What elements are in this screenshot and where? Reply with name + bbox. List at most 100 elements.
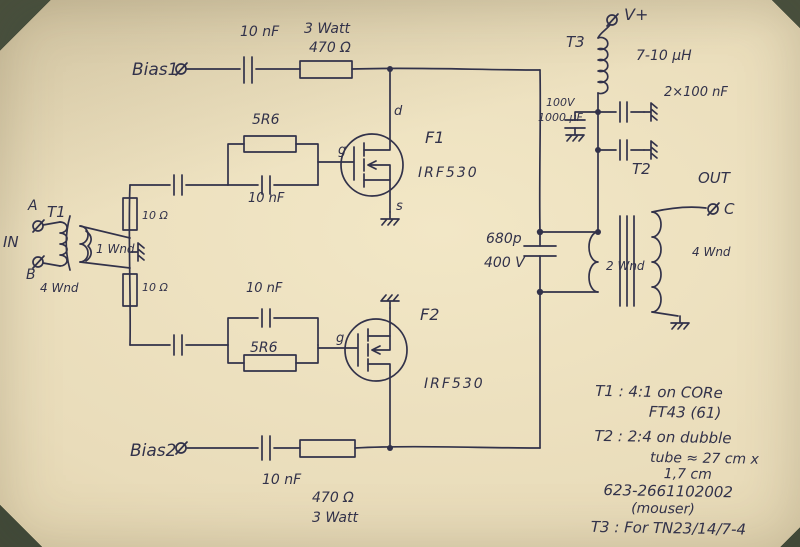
note-line: T1 : 4:1 on CORe — [595, 382, 723, 402]
fet-name-label: F2 — [420, 305, 439, 324]
fet-part-label: IRF530 — [418, 165, 479, 181]
decouple-label: 2×100 nF — [664, 85, 728, 100]
resistor-icon — [299, 439, 356, 458]
supply-label: V+ — [624, 5, 648, 24]
wire — [227, 317, 259, 346]
note-line: FT43 (61) — [649, 403, 722, 422]
wire — [574, 111, 599, 121]
winding-label: 2 Wnd — [606, 259, 645, 273]
terminal-slash — [707, 202, 720, 216]
circuit-drawing — [32, 13, 720, 461]
res-label: 5R6 — [250, 340, 278, 356]
terminal-slash — [175, 62, 188, 76]
wire — [227, 344, 245, 364]
secondary-winding-icon — [651, 211, 662, 313]
resistor-icon — [299, 60, 353, 79]
cap-voltage-label: 400 V — [484, 255, 526, 271]
transistor-body-circle — [344, 318, 408, 382]
resistor-icon — [243, 354, 297, 372]
res-power-label: 3 Watt — [304, 21, 351, 37]
cap-label: 10 nF — [248, 191, 285, 206]
wire — [128, 184, 132, 346]
wire — [538, 69, 542, 233]
choke-coil-icon — [597, 36, 609, 95]
resistor-icon — [243, 135, 297, 153]
terminal-icon — [707, 203, 719, 215]
core-curve — [65, 215, 71, 271]
res-label: 5R6 — [252, 112, 280, 128]
notes-block: T1 : 4:1 on CORe FT43 (61) T2 : 2:4 on d… — [591, 382, 760, 539]
capacitor-icon — [243, 56, 253, 84]
res-label: 470 Ω — [312, 490, 354, 506]
drain-lead — [363, 68, 391, 151]
junction-dot — [387, 445, 393, 451]
brace — [85, 230, 92, 262]
capacitor-icon — [261, 308, 271, 328]
bias2-network — [175, 435, 541, 461]
t1-transformer — [32, 215, 131, 271]
transistor-body-circle — [340, 133, 404, 197]
bias1-label: Bias1 — [132, 60, 178, 80]
terminal-slash — [175, 441, 188, 455]
out-label: OUT — [698, 169, 732, 187]
wire — [354, 445, 541, 449]
t2-transformer — [539, 202, 720, 330]
note-line: tube ≈ 27 cm x — [650, 450, 760, 468]
cap-label: 10 nF — [240, 24, 280, 40]
cap-label: 10 nF — [262, 472, 302, 488]
winding-label: 1 Wnd — [96, 242, 135, 256]
gate-bus — [122, 184, 145, 346]
wire — [651, 206, 707, 213]
terminal-icon — [175, 63, 187, 75]
capacitor-icon — [619, 101, 628, 123]
res-power-label: 3 Watt — [312, 510, 359, 526]
core-bars — [619, 215, 635, 307]
wire — [351, 67, 541, 71]
note-line: T3 : For TN23/14/7-4 — [591, 518, 746, 539]
capacitor-icon — [261, 175, 271, 195]
transformer-label: T3 — [566, 33, 585, 51]
input-label: IN — [3, 233, 19, 251]
terminal-icon — [32, 256, 44, 268]
wire — [597, 24, 611, 39]
terminal-icon — [606, 14, 618, 26]
supply-network — [564, 13, 658, 235]
drain-lead — [367, 363, 391, 449]
terminal-icon — [175, 442, 187, 454]
transformer-label: T2 — [632, 160, 651, 178]
body-arrow — [371, 335, 391, 355]
ground-icon — [643, 140, 658, 160]
winding-label: 4 Wnd — [692, 245, 731, 259]
terminal-label: A — [27, 198, 38, 214]
wire — [79, 225, 131, 269]
note-line: 1,7 cm — [664, 466, 712, 483]
wire — [42, 221, 61, 267]
wire — [651, 311, 679, 317]
winding-label: 4 Wnd — [40, 281, 79, 295]
primary-winding-icon — [588, 231, 599, 293]
mosfet-f1 — [340, 68, 404, 226]
ground-icon — [565, 127, 585, 142]
capacitor-icon — [261, 435, 271, 461]
res-label: 10 Ω — [142, 281, 168, 294]
wire — [227, 143, 245, 186]
wire — [273, 317, 319, 346]
terminal-slash — [606, 13, 619, 27]
res-label: 470 Ω — [309, 40, 351, 56]
ground-icon — [380, 294, 400, 309]
pin-label: g — [336, 331, 344, 346]
secondary-winding-icon — [79, 225, 89, 263]
wire — [295, 143, 319, 186]
bias2-label: Bias2 — [130, 441, 176, 461]
capacitor-icon — [619, 139, 628, 161]
gate2-network — [129, 308, 358, 372]
res-label: 10 Ω — [142, 209, 168, 222]
ground-icon — [643, 102, 658, 122]
primary-winding-icon — [59, 221, 68, 267]
capacitor-icon — [523, 245, 557, 257]
source-lead — [367, 307, 391, 337]
terminal-slash — [32, 255, 45, 269]
terminal-label: C — [724, 200, 735, 218]
